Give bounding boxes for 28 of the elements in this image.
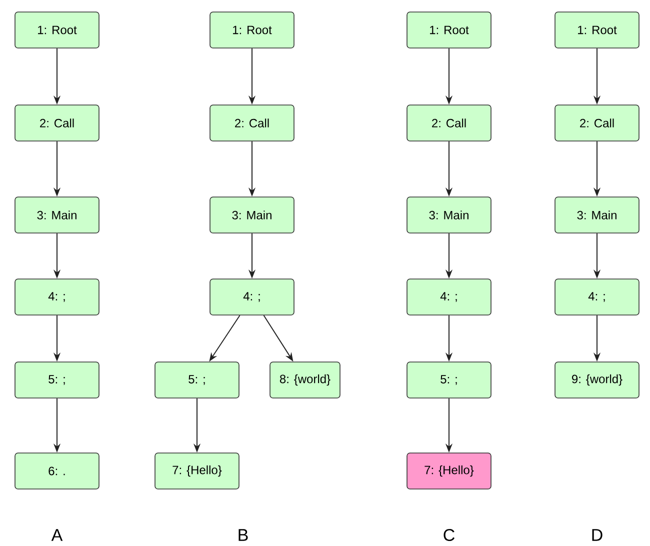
tree-node: 2: Call xyxy=(554,104,640,142)
tree-node: 9: {world} xyxy=(554,362,640,398)
tree-node: 5: ; xyxy=(154,362,240,398)
tree-node: 3: Main xyxy=(14,196,100,234)
tree-node: 1: Root xyxy=(406,12,492,48)
tree-node: 7: {Hello} xyxy=(154,452,240,490)
tree-node: 2: Call xyxy=(406,104,492,142)
tree-node: 5: ; xyxy=(14,362,100,398)
tree-node: 7: {Hello} xyxy=(406,452,492,490)
tree-node: 3: Main xyxy=(210,196,294,234)
tree-node: 5: ; xyxy=(406,362,492,398)
tree-node: 2: Call xyxy=(14,104,100,142)
tree-node: 1: Root xyxy=(14,12,100,48)
panel-label: C xyxy=(444,528,454,542)
tree-node: 4: ; xyxy=(210,278,294,316)
tree-node: 4: ; xyxy=(554,278,640,316)
tree-node: 6: . xyxy=(14,452,100,490)
tree-node: 2: Call xyxy=(210,104,294,142)
panel-label: B xyxy=(238,529,248,541)
tree-node: 3: Main xyxy=(554,196,640,234)
tree-node: 4: ; xyxy=(406,278,492,316)
tree-node: 1: Root xyxy=(210,12,294,48)
tree-node: 8: {world} xyxy=(270,362,340,398)
panel-label: D xyxy=(592,529,602,541)
tree-node: 4: ; xyxy=(14,278,100,316)
panel-label: A xyxy=(51,529,63,541)
tree-node: 3: Main xyxy=(406,196,492,234)
tree-node: 1: Root xyxy=(554,12,640,48)
